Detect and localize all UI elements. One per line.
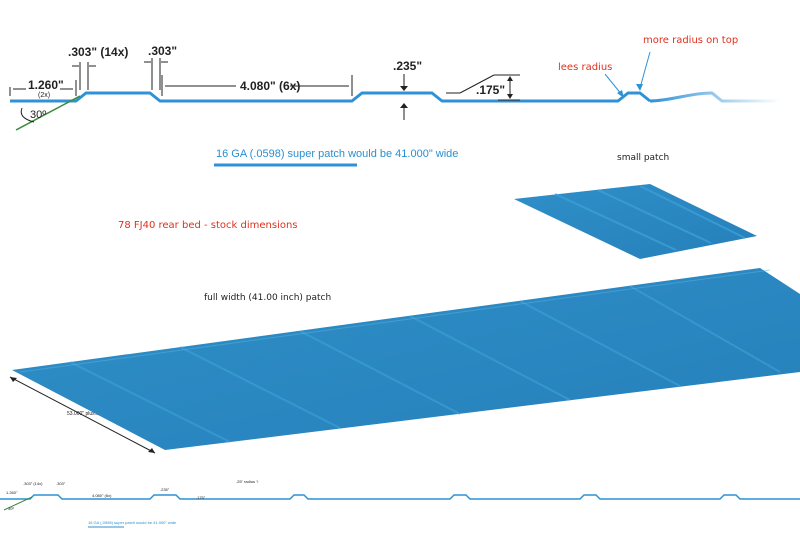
callout-less-radius: lees radius — [558, 62, 612, 73]
mini-rib-width-single: .303" — [56, 481, 66, 486]
dim-rib-width-single: .303" — [148, 44, 177, 58]
dim-edge-count: (2x) — [38, 92, 50, 99]
callout-more-radius: more radius on top — [643, 35, 738, 46]
profile-mini: 1.260" .303" (14x) .303" 4.080" (6x) .23… — [0, 479, 800, 528]
dim-flat-span: 4.080" (6x) — [240, 79, 300, 93]
mini-rib-width: .303" (14x) — [23, 481, 43, 486]
patch-dim-text: 53.000" plus... — [67, 411, 99, 417]
dim-step-height: .175" — [476, 83, 505, 97]
dim-rib-width: .303" (14x) — [68, 45, 128, 59]
small-patch — [514, 184, 757, 259]
caption: 16 GA (.0598) super patch would be 41.00… — [216, 148, 458, 160]
dim-edge-width: 1.260" — [28, 78, 64, 92]
mini-note: .25" radius ? — [236, 479, 259, 484]
page-title: 78 FJ40 rear bed - stock dimensions — [118, 220, 298, 231]
dim-rib-depth: .235" — [393, 59, 422, 73]
profile-top-line — [10, 91, 651, 103]
mini-angle: 30º — [8, 506, 14, 511]
mini-caption: 16 GA (.0598) super patch would be 41.00… — [88, 520, 177, 525]
angle-line — [15, 95, 81, 131]
mini-rib-depth: .235" — [160, 487, 170, 492]
patch-dim-line — [9, 376, 156, 454]
angle-label: 30º — [30, 109, 46, 121]
full-patch-label: full width (41.00 inch) patch — [204, 293, 331, 303]
profile-top: 30º 1.260" (2x) .303" (14x) .303" 4.080"… — [9, 35, 780, 131]
small-patch-label: small patch — [617, 153, 669, 163]
full-width-patch — [12, 268, 800, 450]
angle-arc — [20, 107, 35, 123]
mini-step-height: .175" — [196, 495, 206, 500]
mini-edge-width: 1.260" — [6, 490, 18, 495]
mini-flat-span: 4.080" (6x) — [92, 493, 112, 498]
